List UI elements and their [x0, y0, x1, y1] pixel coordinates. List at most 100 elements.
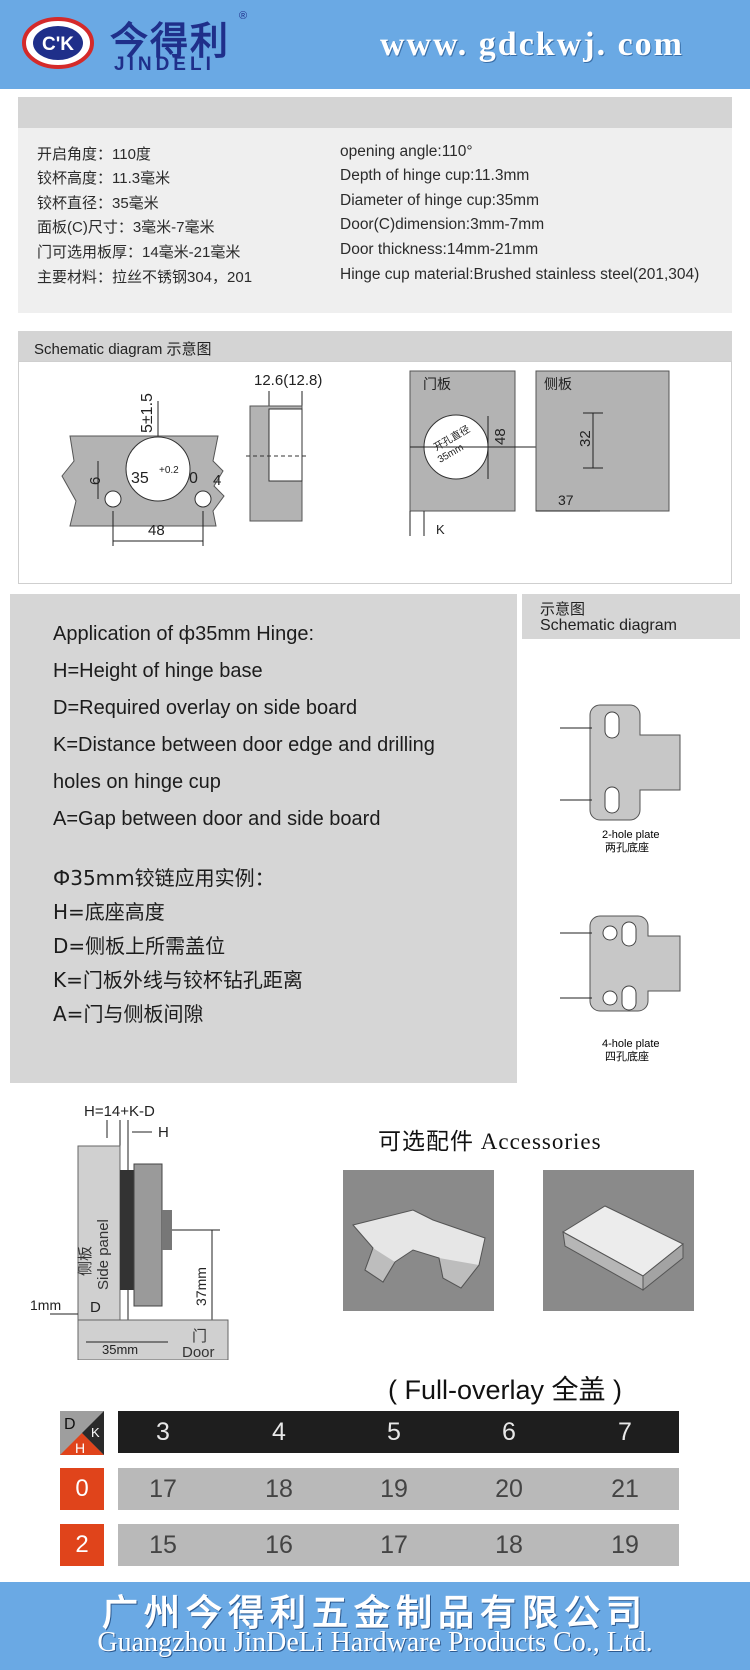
table-cell: 18	[495, 1531, 523, 1559]
schem-label-side-panel: 侧板	[544, 376, 572, 392]
spec-en-line: Depth of hinge cup:11.3mm	[340, 167, 530, 184]
application-panel	[10, 594, 517, 1083]
table-row-key: 0	[60, 1468, 104, 1510]
spec-en-line: Door thickness:14mm-21mm	[340, 241, 539, 258]
spec-cn-line: 开启角度：110度	[37, 146, 151, 163]
mounting-plates-drawing: 32 2-hole plate 两孔底座 32 4-hole plate 四孔底…	[560, 704, 681, 1063]
table-cell: 16	[265, 1531, 293, 1559]
table-cell: 19	[611, 1531, 639, 1559]
side-schematic-title-cn: 示意图	[540, 601, 586, 618]
accessory-spacer-clip-icon	[343, 1170, 494, 1311]
plate-caption-cn: 两孔底座	[605, 840, 649, 854]
company-name-en: Guangzhou JinDeLi Hardware Products Co.,…	[97, 1627, 653, 1658]
table-header-cell: 4	[272, 1418, 286, 1446]
spec-cn-line: 主要材料：拉丝不锈钢304，201	[37, 269, 253, 286]
schematic-drawing: 5±1.5 35 +0.2 0 4 6 48 12.6(12.8) 门板 开孔直…	[61, 370, 670, 546]
schem-label-offset: 5±1.5	[139, 393, 156, 433]
schem-label-span: 48	[148, 522, 165, 539]
plate-caption-en: 4-hole plate	[602, 1038, 660, 1050]
application-cn-line: H=底座高度	[53, 900, 165, 924]
spec-header-bar	[18, 97, 732, 128]
side-schematic-title-en: Schematic diagram	[540, 617, 677, 634]
mount-side-panel-en: Side panel	[95, 1219, 112, 1290]
mount-h: H	[158, 1124, 169, 1141]
table-cell: 19	[380, 1475, 408, 1503]
schem-label-zero: 0	[189, 470, 198, 487]
application-line: holes on hinge cup	[53, 771, 221, 793]
application-cn-title: Ф35mm铰链应用实例：	[53, 866, 275, 890]
table-header-cell: 5	[387, 1418, 401, 1446]
schematic-header-bar	[18, 331, 732, 361]
table-cell: 15	[149, 1531, 177, 1559]
spec-cn-line: 门可选用板厚：14毫米-21毫米	[37, 244, 241, 261]
mount-height: 37mm	[193, 1267, 209, 1306]
accessory-spacer-block-icon	[543, 1170, 694, 1311]
spec-panel	[18, 128, 732, 313]
schematic-title: Schematic diagram 示意图	[34, 341, 212, 358]
spec-en-line: opening angle:110°	[340, 143, 473, 160]
application-line: A=Gap between door and side board	[53, 808, 381, 830]
spec-en-line: Hinge cup material:Brushed stainless ste…	[340, 266, 700, 283]
schem-label-pitch: 32	[577, 430, 594, 447]
plate-caption-en: 2-hole plate	[602, 829, 660, 841]
side-schematic-header	[522, 594, 740, 639]
registered-mark: ®	[239, 10, 248, 22]
application-cn-line: A=门与侧板间隙	[53, 1002, 204, 1026]
website-url[interactable]: www. gdckwj. com	[380, 26, 684, 63]
four-hole-plate-icon	[560, 915, 681, 1012]
mount-d: D	[90, 1299, 101, 1316]
mount-cup: 35mm	[102, 1342, 138, 1357]
header-banner	[0, 0, 750, 89]
spec-cn-line: 铰杯高度：11.3毫米	[37, 170, 171, 187]
table-cell: 17	[380, 1531, 408, 1559]
schem-label-edge: 6	[87, 477, 104, 485]
mount-formula: H=14+K-D	[84, 1103, 155, 1120]
overlay-table-title: ( Full-overlay 全盖 )	[388, 1375, 623, 1405]
company-name-cn: 广州今得利五金制品有限公司	[101, 1593, 648, 1634]
table-cell: 21	[611, 1475, 639, 1503]
mount-gap: 1mm	[30, 1297, 61, 1313]
table-cell: 18	[265, 1475, 293, 1503]
brand-name-cn: 今得利	[110, 19, 231, 63]
table-header-cell: 3	[156, 1418, 170, 1446]
schem-label-door-panel: 门板	[423, 376, 451, 392]
logo-badge-icon: C'K	[22, 17, 94, 69]
logo-badge-text: C'K	[42, 34, 74, 55]
two-hole-plate-icon	[560, 704, 681, 821]
application-line: D=Required overlay on side board	[53, 697, 358, 719]
corner-h: H	[75, 1440, 85, 1455]
schem-label-hole: 4	[213, 472, 221, 489]
application-cn-line: D=侧板上所需盖位	[53, 934, 226, 958]
table-row-key: 2	[60, 1524, 104, 1566]
footer-banner	[0, 1582, 750, 1670]
application-line: K=Distance between door edge and drillin…	[53, 734, 435, 756]
application-line: H=Height of hinge base	[53, 660, 263, 682]
schem-label-k: K	[436, 522, 445, 537]
accessories-title: 可选配件 Accessories	[378, 1129, 602, 1154]
corner-k: K	[91, 1425, 100, 1440]
schem-label-depth: 12.6(12.8)	[254, 372, 322, 389]
table-header-cell: 6	[502, 1418, 516, 1446]
plate-caption-cn: 四孔底座	[605, 1049, 649, 1063]
table-row	[118, 1524, 679, 1566]
corner-d: D	[64, 1416, 76, 1433]
mount-door-cn: 门	[192, 1328, 207, 1345]
table-header-cell: 7	[618, 1418, 632, 1446]
brand-name-en: JINDELI	[114, 54, 215, 75]
spec-cn-line: 铰杯直径：35毫米	[37, 195, 159, 212]
schem-label-cup: 35	[131, 470, 149, 487]
spec-en-line: Door(C)dimension:3mm-7mm	[340, 216, 545, 233]
spec-en-line: Diameter of hinge cup:35mm	[340, 192, 540, 209]
schem-label-plate-offset: 37	[558, 492, 574, 508]
table-row	[118, 1468, 679, 1510]
schem-label-door-height: 48	[492, 428, 509, 445]
application-title: Application of ф35mm Hinge:	[53, 623, 315, 645]
table-cell: 17	[149, 1475, 177, 1503]
table-cell: 20	[495, 1475, 523, 1503]
application-cn-line: K=门板外线与铰杯钻孔距离	[53, 968, 303, 992]
spec-cn-line: 面板(C)尺寸：3毫米-7毫米	[37, 219, 215, 236]
mounting-diagram: H=14+K-D H 侧板 Side panel 37mm 1mm D 35mm…	[30, 1103, 229, 1360]
table-corner-icon: D K H	[60, 1411, 104, 1455]
table-header-row	[118, 1411, 679, 1453]
schem-label-tolerance: +0.2	[159, 465, 179, 476]
